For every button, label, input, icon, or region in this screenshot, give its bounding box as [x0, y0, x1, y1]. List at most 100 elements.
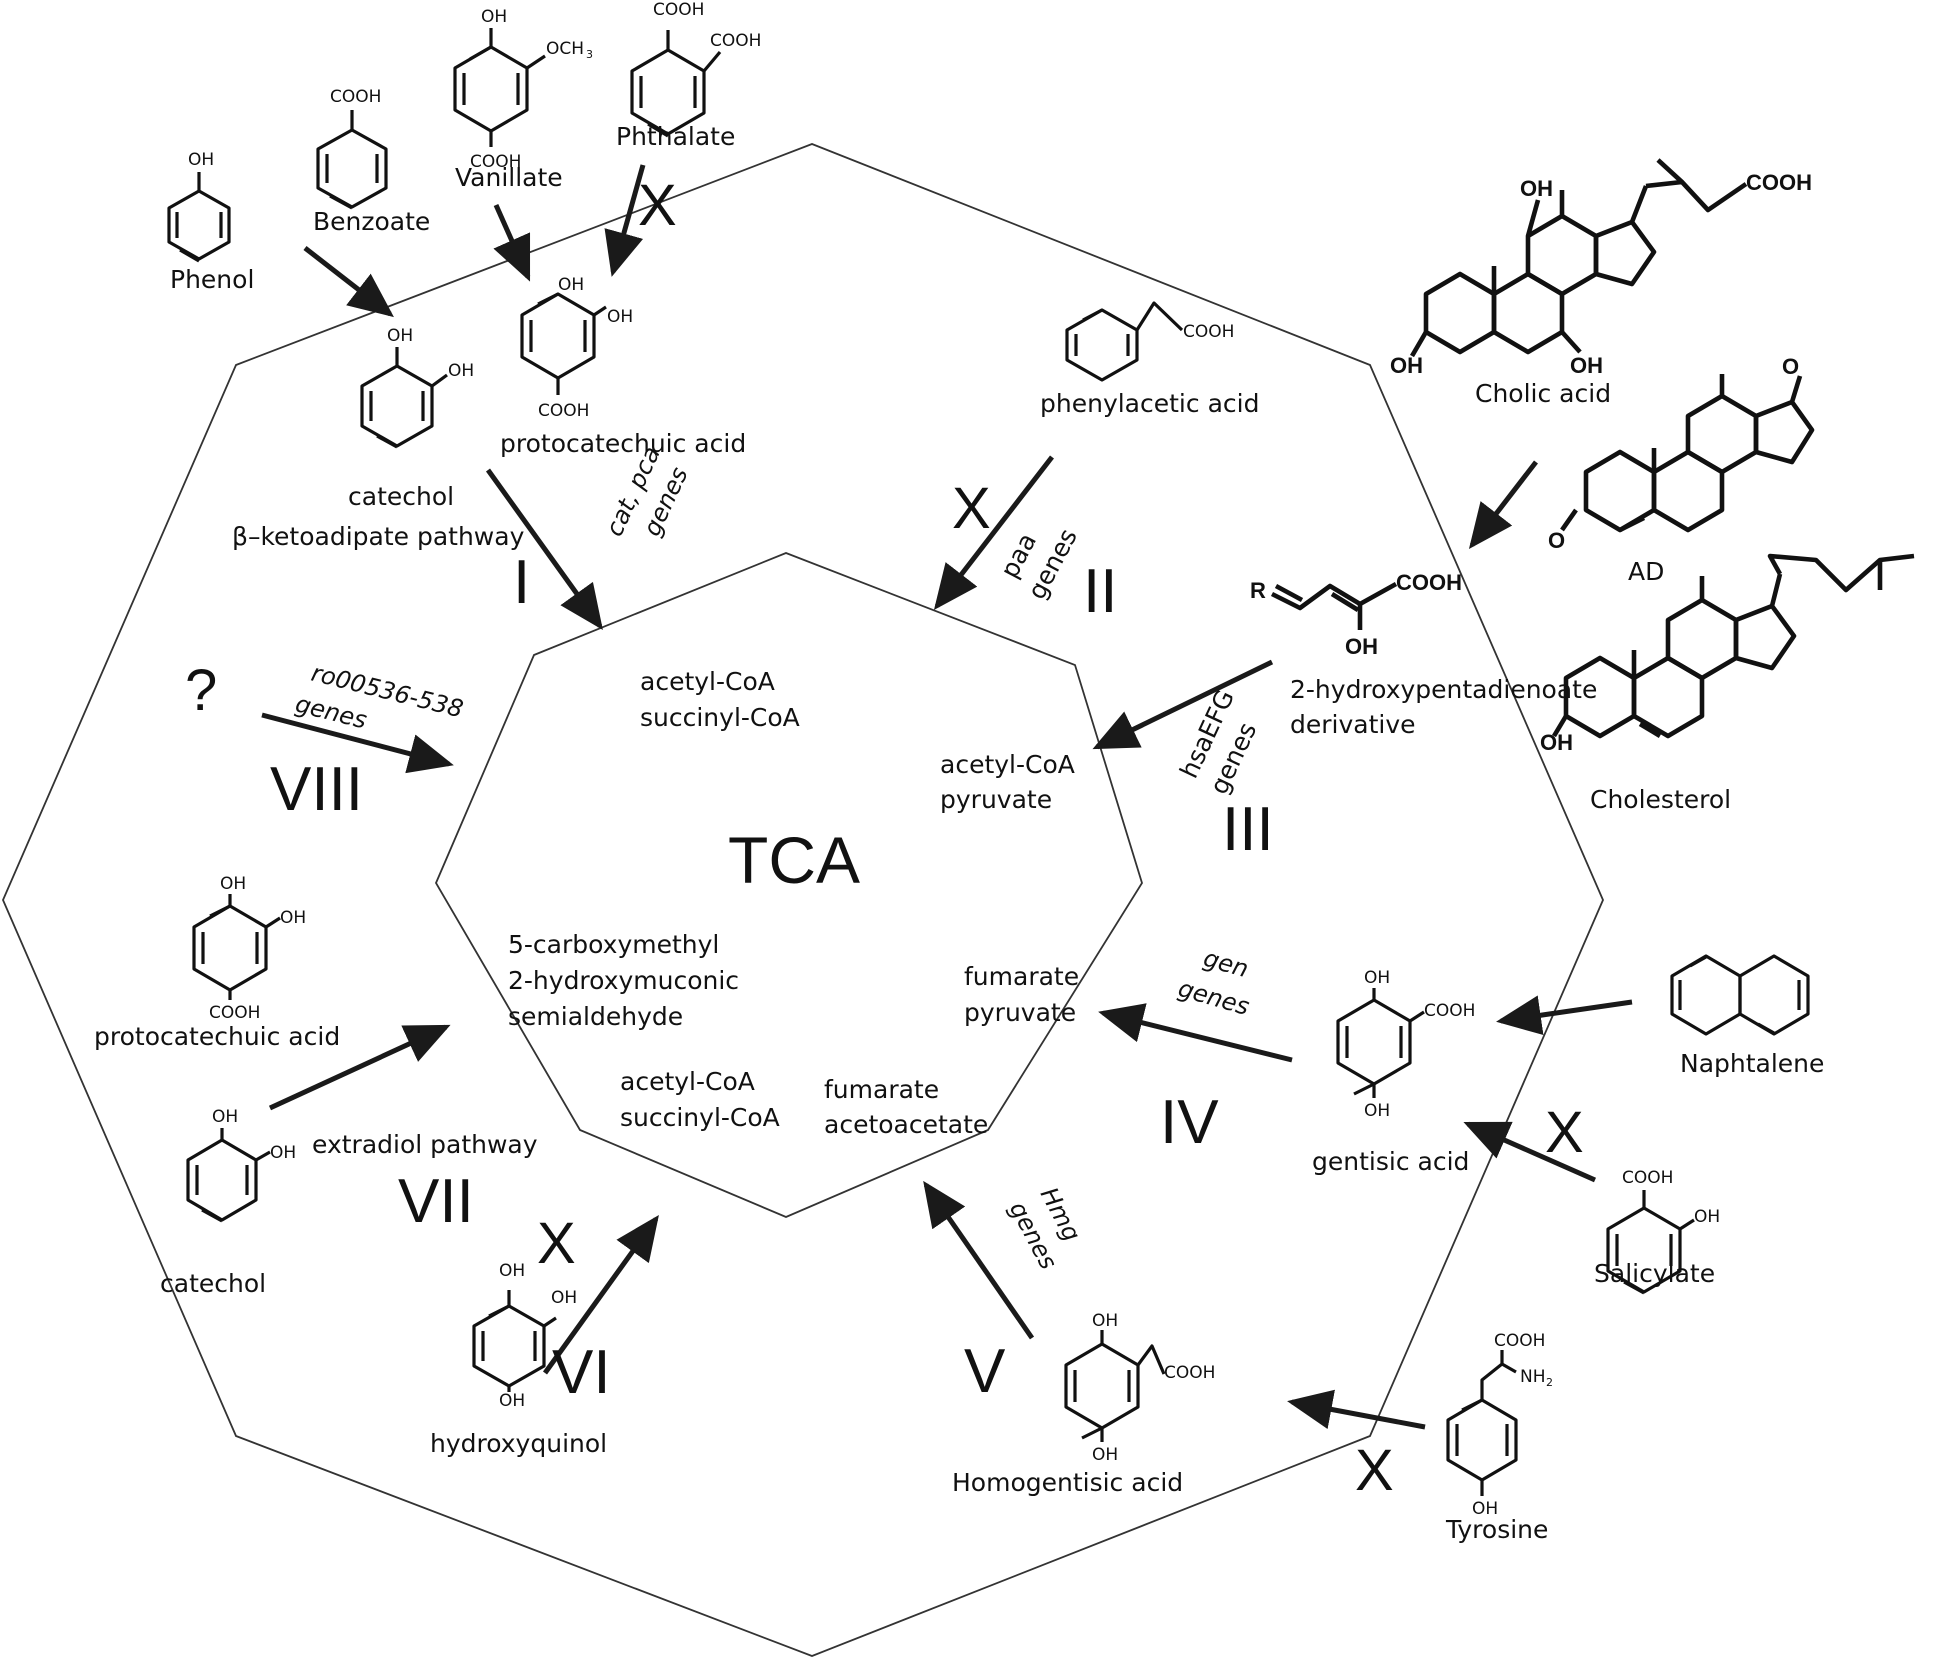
pathway-I-line1: catechol — [348, 482, 454, 511]
product-group-6: 5-carboxymethyl 2-hydroxymuconic semiald… — [508, 930, 739, 1031]
vanillate-label: Vanillate — [455, 163, 563, 192]
phenylacetic-acid-label: phenylacetic acid — [1040, 389, 1259, 418]
cholesterol-oh: OH — [1540, 730, 1573, 755]
hydroxyquinol-oh-2: OH — [551, 1288, 577, 1308]
cholic-acid-oh-3: OH — [1390, 353, 1423, 378]
genes-I: cat, pca genes — [600, 442, 694, 541]
product-group-2: acetyl-CoA pyruvate — [940, 750, 1075, 814]
numeral-IV: IV — [1160, 1088, 1219, 1157]
numeral-VI: VI — [552, 1338, 611, 1407]
product-group-4: fumarate acetoacetate — [824, 1075, 988, 1139]
arrow-pathway-VIII — [261, 712, 454, 774]
product-4-line1: fumarate — [824, 1075, 939, 1104]
phenol-structure: OH — [167, 150, 231, 263]
protocatechuate-I-label: protocatechuic acid — [500, 429, 746, 458]
protocatechuate-I-structure: OH OH COOH — [520, 275, 633, 421]
phenylacetic-acid-structure: COOH — [1065, 301, 1234, 382]
protocatechuate-I-oh-1: OH — [558, 275, 584, 295]
hydroxyquinol-label: hydroxyquinol — [430, 1429, 607, 1458]
protocatechuate-I-cooh: COOH — [538, 401, 589, 421]
benzoate-structure: COOH — [316, 87, 388, 210]
vanillate-oh: OH — [481, 7, 507, 27]
hydroxypentadienoate-cooh: COOH — [1396, 570, 1462, 595]
protocatechuate-VII-oh-2: OH — [280, 908, 306, 928]
phthalate-structure: COOH COOH — [630, 0, 761, 138]
phthalate-cooh-2: COOH — [710, 31, 761, 51]
product-5-line2: succinyl-CoA — [620, 1103, 780, 1132]
homogentisic-acid-label: Homogentisic acid — [952, 1468, 1183, 1497]
gentisic-acid-oh-2: OH — [1364, 1101, 1390, 1121]
hydroxypentadienoate-structure: R COOH OH — [1250, 570, 1462, 659]
genes-VIII: ro00536-538 genes — [293, 659, 467, 735]
cholic-acid-oh-12: OH — [1520, 176, 1553, 201]
salicylate-structure: COOH OH — [1606, 1168, 1720, 1295]
genes-IV-line1: gen — [1200, 944, 1251, 983]
block-mark-salicylate: X — [1545, 1100, 1584, 1165]
protocatechuate-VII-cooh: COOH — [209, 1003, 260, 1023]
protocatechuate-VII-structure: OH OH COOH — [192, 874, 306, 1023]
catechol-VII-oh-1: OH — [212, 1107, 238, 1127]
product-5-line1: acetyl-CoA — [620, 1067, 755, 1096]
hydroxypentadienoate-line2: derivative — [1290, 710, 1416, 739]
homogentisic-acid-oh-2: OH — [1092, 1445, 1118, 1465]
numeral-I: I — [513, 548, 530, 617]
arrow-pathway-V — [923, 1180, 1035, 1340]
cholesterol-label: Cholesterol — [1590, 785, 1731, 814]
ad-oxo-17: O — [1782, 354, 1799, 379]
product-6-line1: 5-carboxymethyl — [508, 930, 719, 959]
vanillate-och3-sub: 3 — [586, 48, 593, 61]
gentisic-acid-cooh: COOH — [1424, 1001, 1475, 1021]
homogentisic-acid-oh-1: OH — [1092, 1311, 1118, 1331]
block-mark-phthalate: X — [638, 173, 677, 238]
arrow-pathway-VI — [542, 1214, 659, 1375]
genes-II: paa genes — [995, 524, 1083, 604]
cholic-acid-structure: COOH OH OH OH — [1390, 158, 1812, 378]
arrow-pathway-II — [933, 455, 1054, 610]
protocatechuate-VII-oh-1: OH — [220, 874, 246, 894]
vanillate-cooh: COOH — [470, 152, 521, 172]
naphtalene-structure — [1670, 954, 1810, 1036]
hydroxypentadienoate-r: R — [1250, 578, 1266, 603]
vanillate-structure: OH OCH 3 COOH — [453, 7, 593, 172]
benzoate-cooh: COOH — [330, 87, 381, 107]
catechol-I-oh-1: OH — [387, 326, 413, 346]
cholic-acid-cooh: COOH — [1746, 170, 1812, 195]
homogentisic-acid-structure: OH COOH OH — [1064, 1311, 1215, 1465]
ad-oxo-3: O — [1548, 528, 1565, 553]
phenol-oh: OH — [188, 150, 214, 170]
benzoate-label: Benzoate — [313, 207, 430, 236]
product-1-line2: succinyl-CoA — [640, 703, 800, 732]
tyrosine-nh2: NH — [1520, 1367, 1546, 1387]
block-mark-VI: X — [537, 1211, 576, 1276]
numeral-II: II — [1083, 557, 1117, 626]
tyrosine-cooh: COOH — [1494, 1331, 1545, 1351]
arrow-pathway-VII — [268, 1024, 451, 1111]
tyrosine-label: Tyrosine — [1445, 1515, 1548, 1544]
arrow-pathway-III — [1092, 659, 1274, 750]
hydroxypentadienoate-line1: 2-hydroxypentadienoate — [1290, 675, 1597, 704]
ad-structure: O O — [1548, 354, 1815, 553]
numeral-VII: VII — [398, 1167, 474, 1236]
hydroxyquinol-oh-3: OH — [499, 1391, 525, 1411]
cholesterol-structure: OH — [1540, 553, 1915, 755]
genes-II-line2: genes — [1022, 524, 1083, 604]
ad-label: AD — [1628, 557, 1664, 586]
salicylate-oh: OH — [1694, 1207, 1720, 1227]
gentisic-acid-oh-1: OH — [1364, 968, 1390, 988]
gentisic-acid-label: gentisic acid — [1312, 1147, 1469, 1176]
phthalate-cooh-1: COOH — [653, 0, 704, 20]
arrow-salicylate-to-gentisate — [1463, 1121, 1597, 1183]
unknown-mark-VIII: ? — [185, 658, 217, 723]
block-mark-II: X — [952, 476, 991, 541]
product-1-line1: acetyl-CoA — [640, 667, 775, 696]
catechol-I-structure: OH OH — [360, 326, 474, 449]
hydroxyquinol-oh-1: OH — [499, 1261, 525, 1281]
salicylate-label: Salicylate — [1594, 1259, 1715, 1288]
arrow-steroids-to-III — [1468, 460, 1538, 549]
product-3-line2: pyruvate — [964, 998, 1076, 1027]
phenylacetic-acid-cooh: COOH — [1183, 322, 1234, 342]
phenol-ring — [167, 189, 231, 263]
numeral-III: III — [1222, 795, 1274, 864]
